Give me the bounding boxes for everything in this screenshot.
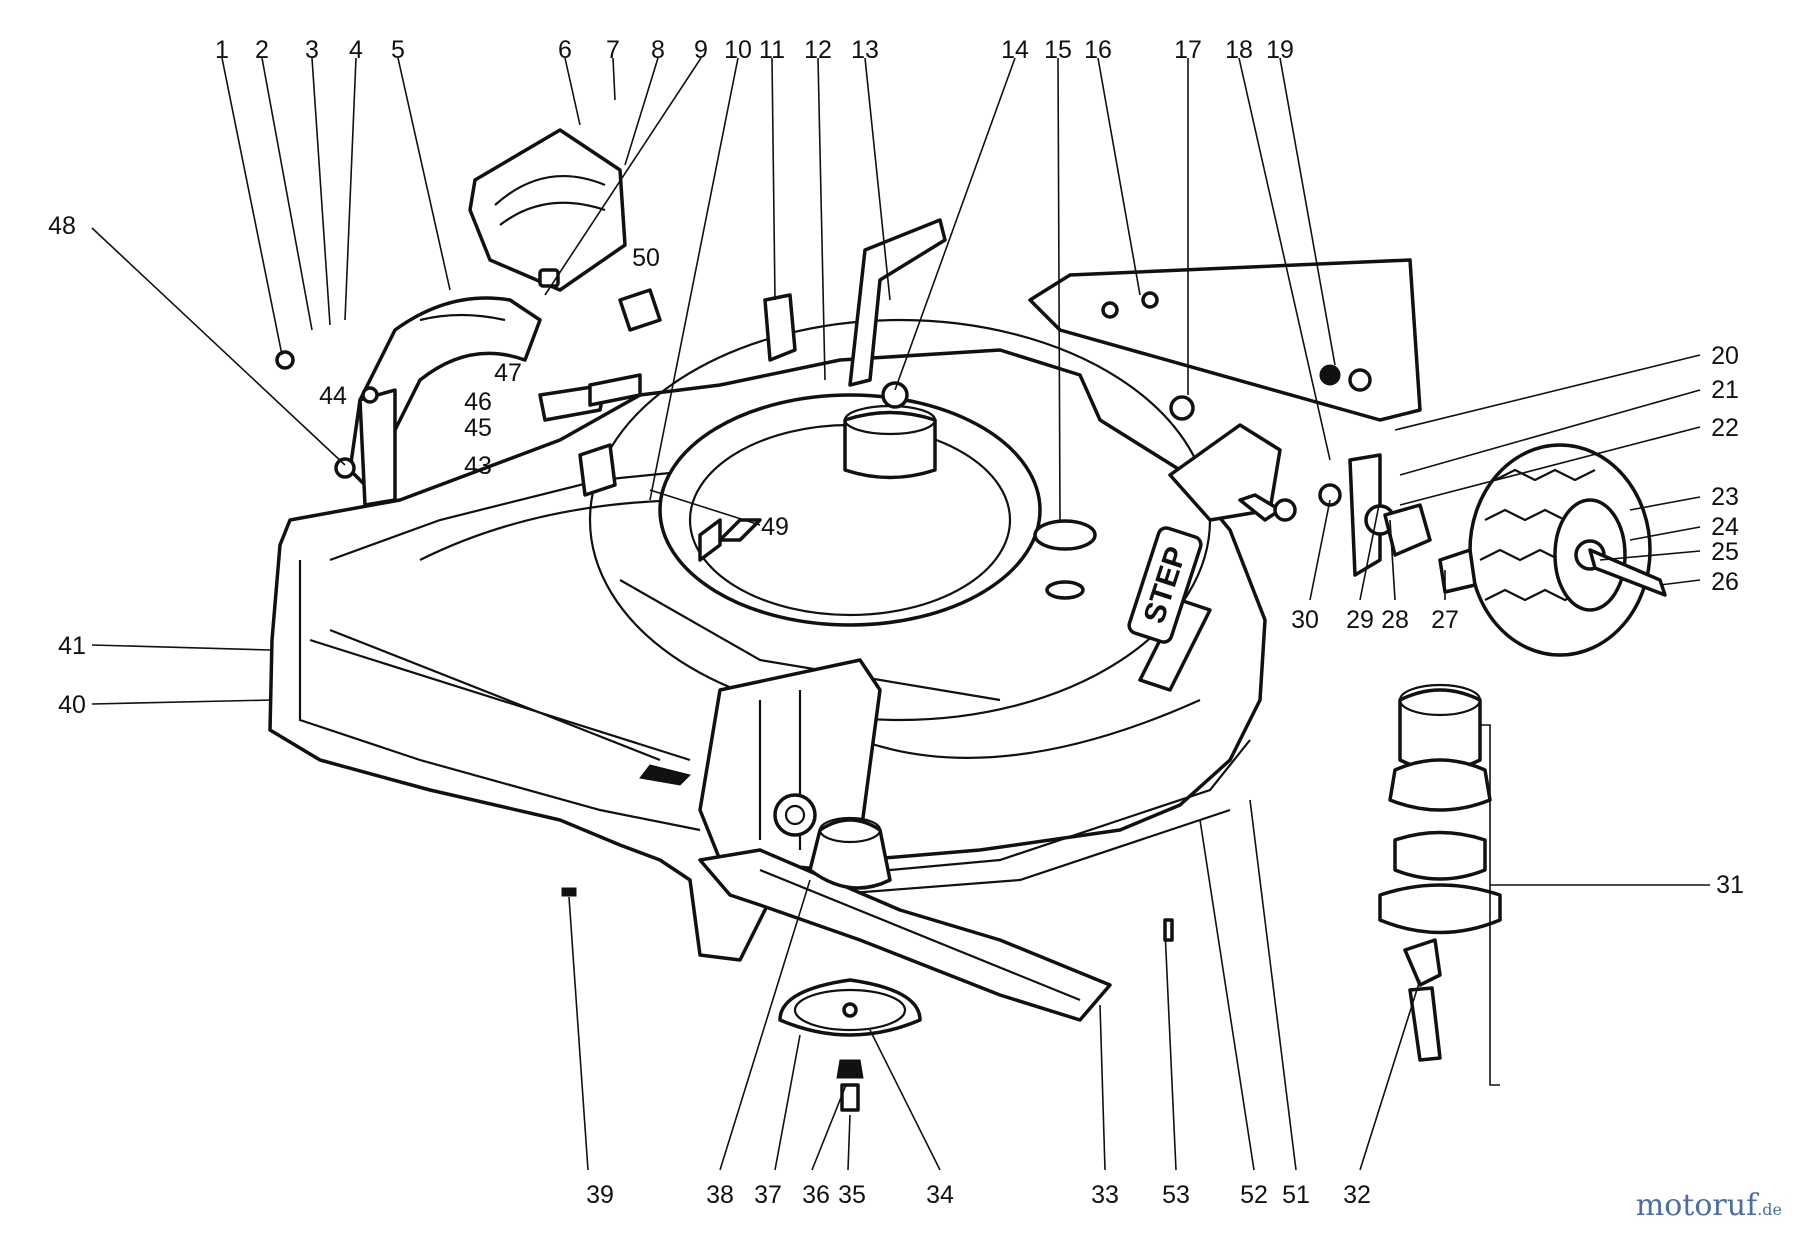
callout-21: 21 [1711, 376, 1739, 404]
callout-47: 47 [494, 359, 522, 387]
callout-19: 19 [1266, 36, 1294, 64]
callout-9: 9 [694, 36, 708, 64]
rear-flap [348, 128, 627, 507]
callout-28: 28 [1381, 606, 1409, 634]
rear-panel [1028, 258, 1422, 422]
callout-14: 14 [1001, 36, 1029, 64]
callout-7: 7 [606, 36, 620, 64]
callout-29: 29 [1346, 606, 1374, 634]
callout-44: 44 [319, 382, 347, 410]
callout-numbers: 1 2 3 4 5 6 7 8 9 10 11 12 13 14 15 16 1… [48, 36, 1744, 1209]
callout-17: 17 [1174, 36, 1202, 64]
callout-32: 32 [1343, 1181, 1371, 1209]
callout-11: 11 [759, 36, 785, 64]
callout-36: 36 [802, 1181, 830, 1209]
mower-deck [268, 318, 1267, 962]
callout-23: 23 [1711, 483, 1739, 511]
callout-39: 39 [586, 1181, 614, 1209]
callout-35: 35 [838, 1181, 866, 1209]
callout-16: 16 [1084, 36, 1112, 64]
callout-53: 53 [1162, 1181, 1190, 1209]
leader-lines [91, 57, 1710, 1171]
callout-34: 34 [926, 1181, 954, 1209]
callout-12: 12 [804, 36, 832, 64]
callout-10: 10 [724, 36, 752, 64]
rear-discharge-rail [698, 658, 882, 872]
callout-38: 38 [706, 1181, 734, 1209]
callout-52: 52 [1240, 1181, 1268, 1209]
callout-51: 51 [1282, 1181, 1310, 1209]
spindle-assembly [1378, 683, 1502, 1062]
callout-49: 49 [761, 513, 789, 541]
callout-37: 37 [754, 1181, 782, 1209]
callout-4: 4 [349, 36, 363, 64]
callout-2: 2 [255, 36, 269, 64]
misc-hardware [275, 218, 1477, 942]
callout-24: 24 [1711, 513, 1739, 541]
callout-43: 43 [464, 452, 492, 480]
callout-33: 33 [1091, 1181, 1119, 1209]
callout-45: 45 [464, 414, 492, 442]
callout-41: 41 [58, 632, 86, 660]
watermark: motoruf.de [1636, 1188, 1782, 1223]
rear-wheel [1468, 443, 1667, 657]
callout-30: 30 [1291, 606, 1319, 634]
callout-22: 22 [1711, 414, 1739, 442]
callout-3: 3 [305, 36, 319, 64]
callout-8: 8 [651, 36, 665, 64]
callout-1: 1 [215, 36, 229, 64]
callout-50: 50 [632, 244, 660, 272]
callout-15: 15 [1044, 36, 1072, 64]
watermark-main: motoruf [1635, 1188, 1758, 1223]
callout-6: 6 [558, 36, 572, 64]
callout-25: 25 [1711, 538, 1739, 566]
callout-5: 5 [391, 36, 405, 64]
callout-48: 48 [48, 212, 76, 240]
blade-and-adapter [698, 816, 1112, 1112]
callout-13: 13 [851, 36, 879, 64]
callout-26: 26 [1711, 568, 1739, 596]
callout-46: 46 [464, 388, 492, 416]
callout-20: 20 [1711, 342, 1739, 370]
callout-18: 18 [1225, 36, 1253, 64]
callout-31: 31 [1716, 871, 1744, 899]
callout-40: 40 [58, 691, 86, 719]
callout-27: 27 [1431, 606, 1459, 634]
watermark-suffix: .de [1757, 1200, 1782, 1219]
